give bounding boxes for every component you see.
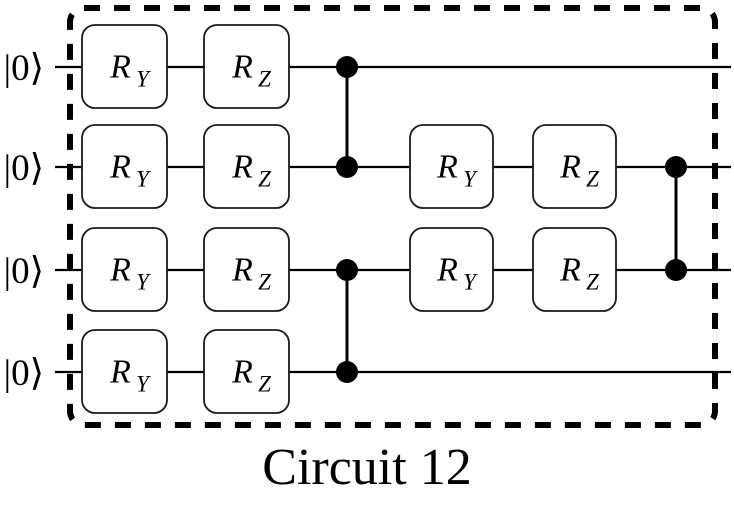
gate-letter: R	[109, 149, 131, 186]
gate-letter: R	[559, 149, 581, 186]
gate-letter: R	[109, 49, 131, 86]
gate-letter: R	[231, 252, 253, 289]
gate-subscript: Y	[136, 167, 151, 192]
gate-box	[203, 124, 290, 209]
gate-box	[409, 227, 494, 312]
gate-subscript: Z	[258, 67, 271, 92]
qubit-label-3: |0⟩	[4, 353, 44, 394]
control-dot-2-b[interactable]	[665, 259, 687, 281]
qubit-label-2: |0⟩	[4, 251, 44, 292]
gate-box	[532, 124, 617, 209]
gate-box	[532, 227, 617, 312]
gate-letter: R	[109, 252, 131, 289]
gate-letter: R	[231, 354, 253, 391]
gate-letter: R	[436, 149, 458, 186]
gate-subscript: Z	[258, 372, 271, 397]
control-dot-2-a[interactable]	[665, 156, 687, 178]
gate-subscript: Y	[463, 270, 478, 295]
gate-subscript: Y	[136, 270, 151, 295]
gate-box	[81, 227, 168, 312]
control-dot-1-b[interactable]	[336, 361, 358, 383]
gate-box	[81, 329, 168, 414]
gate-subscript: Y	[136, 67, 151, 92]
gate-box	[203, 329, 290, 414]
gate-box	[203, 227, 290, 312]
gate-box	[409, 124, 494, 209]
gate-letter: R	[231, 149, 253, 186]
gate-subscript: Y	[136, 372, 151, 397]
gate-box	[203, 24, 290, 109]
gate-letter: R	[559, 252, 581, 289]
gate-subscript: Z	[586, 270, 599, 295]
dashed-group-boundary	[67, 5, 718, 428]
gate-letter: R	[109, 354, 131, 391]
gate-subscript: Z	[258, 167, 271, 192]
control-dot-1-a[interactable]	[336, 259, 358, 281]
qubit-label-1: |0⟩	[4, 148, 44, 189]
gate-box	[81, 124, 168, 209]
gate-subscript: Z	[586, 167, 599, 192]
figure-caption: Circuit 12	[262, 439, 472, 496]
gate-letter: R	[231, 49, 253, 86]
gate-letter: R	[436, 252, 458, 289]
gate-box	[81, 24, 168, 109]
gate-subscript: Z	[258, 270, 271, 295]
control-dot-0-a[interactable]	[336, 56, 358, 78]
control-dot-0-b[interactable]	[336, 156, 358, 178]
gate-subscript: Y	[463, 167, 478, 192]
qubit-label-0: |0⟩	[4, 48, 44, 89]
